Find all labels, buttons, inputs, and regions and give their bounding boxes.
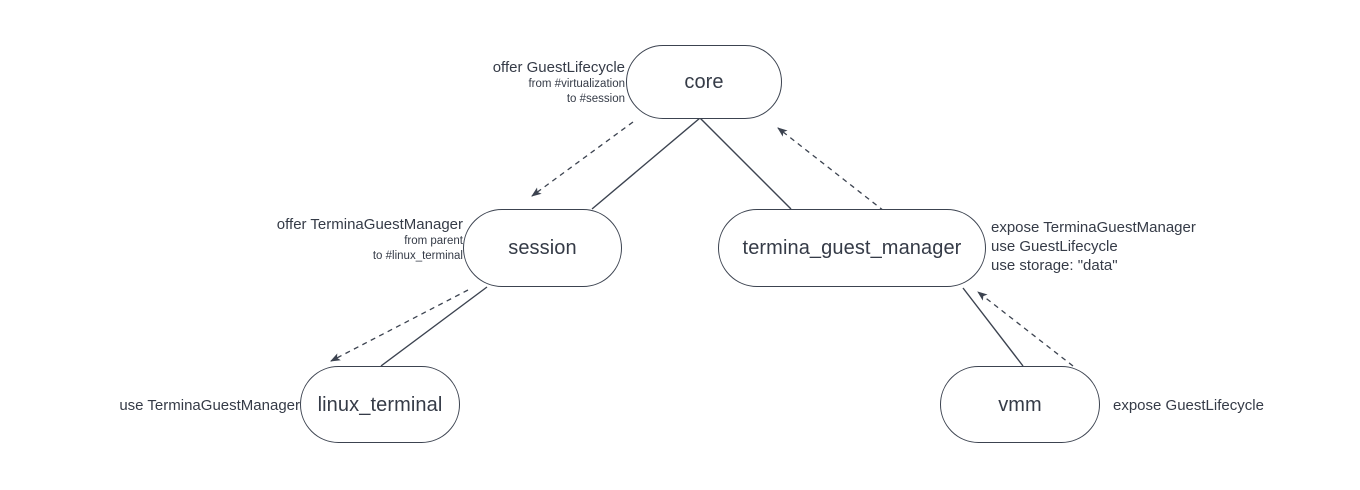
annotation-core-offer-line-2: from #virtualization (528, 78, 625, 91)
node-linux-terminal[interactable]: linux_terminal (300, 366, 460, 443)
node-termina-guest-manager-label: termina_guest_manager (742, 237, 962, 259)
capability-edge-session-to-linux-terminal (330, 289, 469, 362)
annotation-linux-terminal-use: use TerminaGuestManager (119, 396, 300, 415)
annotation-vmm-expose: expose GuestLifecycle (1113, 396, 1264, 415)
annotation-session-offer-line-1: offer TerminaGuestManager (276, 216, 463, 233)
node-vmm[interactable]: vmm (940, 366, 1100, 443)
annotation-core-offer-line-3: to #session (566, 93, 625, 106)
node-core[interactable]: core (626, 45, 782, 119)
tree-edge-core-session (591, 117, 701, 210)
tree-edge-session-linux-terminal (380, 286, 488, 367)
annotation-vmm-expose-line-1: expose GuestLifecycle (1113, 397, 1264, 414)
capability-edge-vmm-to-termina-guest-manager (977, 291, 1074, 367)
capability-edge-core-to-session (531, 121, 634, 197)
capability-edge-termina-guest-manager-to-core (777, 127, 885, 212)
annotation-linux-terminal-use-line-1: use TerminaGuestManager (119, 397, 300, 414)
annotation-core-offer-line-1: offer GuestLifecycle (492, 59, 625, 76)
node-session-label: session (508, 237, 577, 259)
annotation-session-offer-line-2: from parent (404, 235, 463, 248)
node-linux-terminal-label: linux_terminal (317, 393, 443, 416)
annotation-session-offer-line-3: to #linux_terminal (372, 250, 463, 263)
annotation-termina-guest-manager-expose: expose TerminaGuestManager use GuestLife… (991, 218, 1196, 276)
tree-edge-termina-guest-manager-vmm (962, 287, 1024, 367)
annotation-termina-guest-manager-line-3: use storage: "data" (991, 257, 1118, 275)
annotation-core-offer: offer GuestLifecycle from #virtualizatio… (493, 58, 625, 108)
annotation-termina-guest-manager-line-1: expose TerminaGuestManager (991, 219, 1196, 236)
node-termina-guest-manager[interactable]: termina_guest_manager (718, 209, 986, 287)
tree-edge-core-termina-guest-manager (699, 117, 792, 210)
node-core-label: core (684, 71, 724, 93)
node-vmm-label: vmm (998, 393, 1042, 416)
annotation-session-offer: offer TerminaGuestManager from parent to… (277, 215, 463, 265)
annotation-termina-guest-manager-line-2: use GuestLifecycle (991, 238, 1118, 256)
node-session[interactable]: session (463, 209, 622, 287)
